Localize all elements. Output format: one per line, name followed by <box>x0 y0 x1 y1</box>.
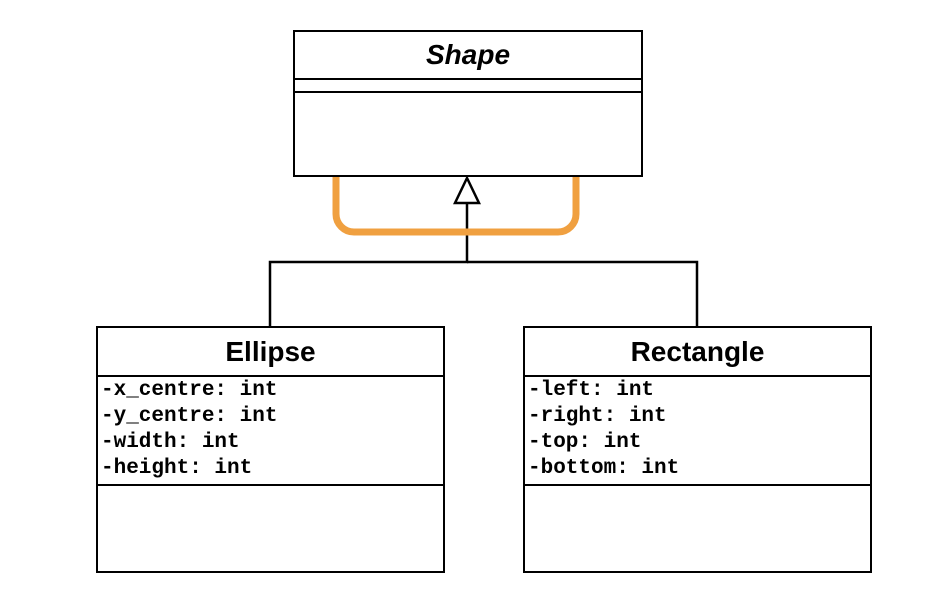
attribute-row: -x_centre: int <box>101 379 278 402</box>
class-rectangle-name: Rectangle <box>525 328 870 377</box>
connector-ellipse-to-shape <box>268 203 469 326</box>
attribute-row: -width: int <box>101 431 240 454</box>
class-shape: Shape <box>293 30 643 177</box>
attribute-row: -height: int <box>101 457 253 480</box>
attribute-row: -bottom: int <box>528 457 680 480</box>
class-rectangle-attributes: -left: int -right: int -top: int -bottom… <box>525 377 870 486</box>
generalization-arrowhead <box>453 175 481 205</box>
class-ellipse-attributes: -x_centre: int -y_centre: int -width: in… <box>98 377 443 486</box>
attribute-row: -left: int <box>528 379 655 402</box>
attribute-row: -right: int <box>528 405 667 428</box>
class-ellipse: Ellipse -x_centre: int -y_centre: int -w… <box>96 326 445 573</box>
class-shape-name: Shape <box>295 32 641 80</box>
class-shape-attributes <box>295 80 641 93</box>
attribute-row: -y_centre: int <box>101 405 278 428</box>
class-rectangle: Rectangle -left: int -right: int -top: i… <box>523 326 872 573</box>
class-ellipse-name: Ellipse <box>98 328 443 377</box>
attribute-row: -top: int <box>528 431 642 454</box>
connector-rectangle-to-shape <box>467 260 699 326</box>
